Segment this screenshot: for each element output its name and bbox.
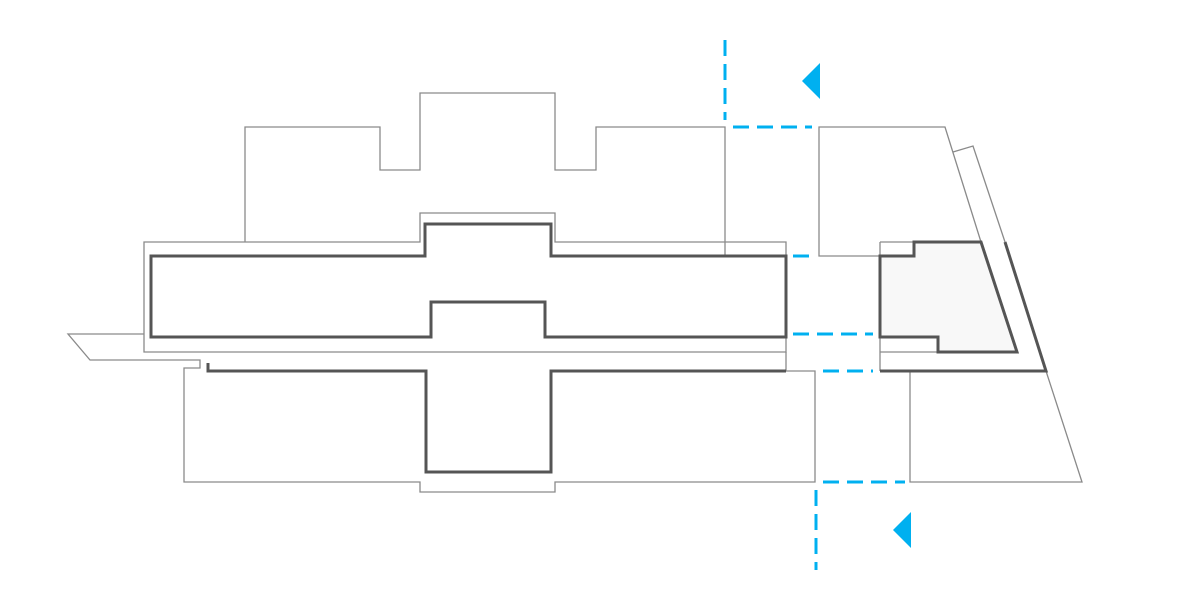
main-building-outer-outline bbox=[143, 212, 787, 353]
highlighted-room bbox=[878, 240, 1020, 354]
lower-right-building-outline bbox=[909, 370, 1083, 483]
right-outer-wall bbox=[880, 241, 1049, 373]
upper-building-outline bbox=[244, 92, 726, 256]
lower-wing-outline bbox=[66, 333, 816, 493]
section-cut-line bbox=[723, 40, 911, 570]
lower-wall bbox=[206, 363, 786, 474]
right-building-outline bbox=[818, 126, 982, 257]
section-arrow-bottom-icon bbox=[893, 512, 911, 548]
right-building-edge bbox=[952, 145, 1006, 243]
section-arrow-top-icon bbox=[802, 63, 820, 99]
main-corridor-wall bbox=[149, 222, 788, 339]
